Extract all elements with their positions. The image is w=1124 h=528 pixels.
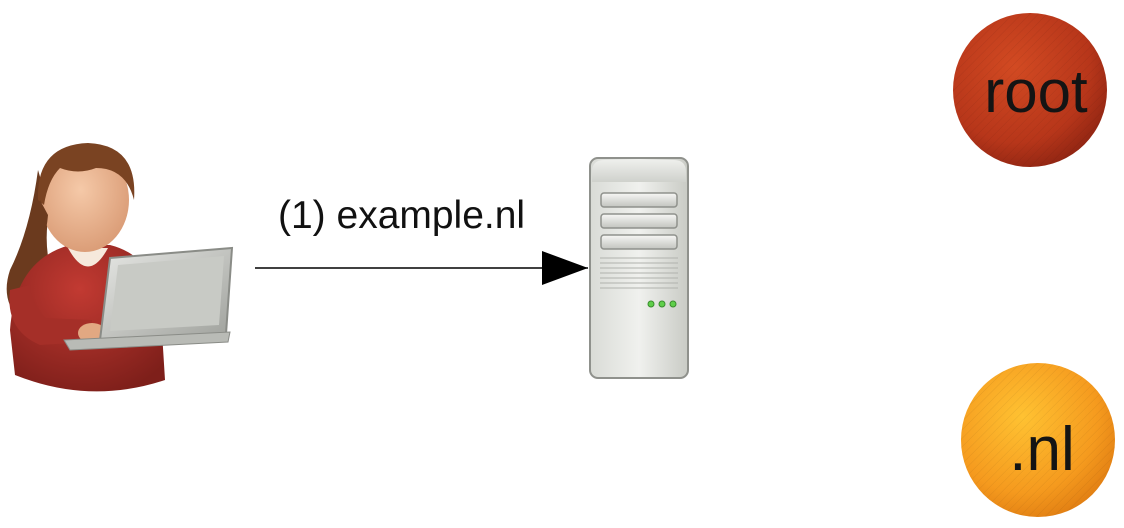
tld-node-label: .nl	[1009, 415, 1074, 484]
server-tower-icon	[589, 157, 689, 379]
query-step-label: (1) example.nl	[278, 194, 526, 237]
tld-server-node: .nl	[956, 358, 1120, 522]
user-with-laptop-icon	[6, 143, 234, 392]
root-server-node: root	[948, 8, 1112, 172]
root-node-label: root	[984, 58, 1088, 125]
